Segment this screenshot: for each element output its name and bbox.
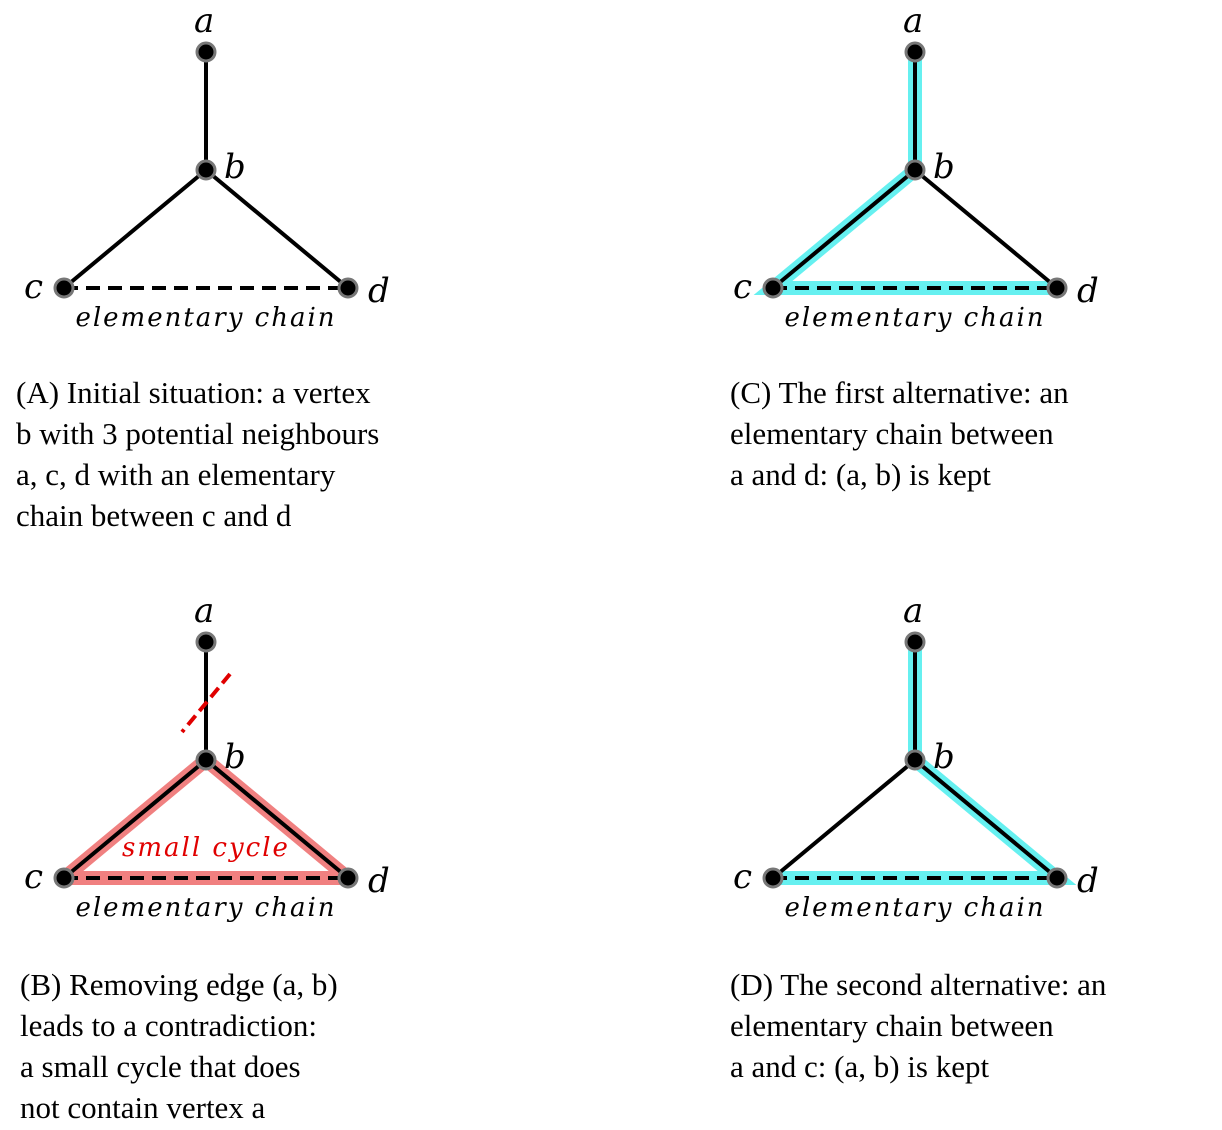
vertex-c: [53, 277, 75, 299]
label-b: b: [224, 147, 246, 187]
panel-d: a b c d elementary chain (D) The second …: [710, 590, 1222, 1130]
label-c: c: [24, 857, 43, 897]
edge-b-c: [62, 758, 208, 880]
edge-b-c: [771, 168, 917, 290]
panel-a: a b c d elementary chain (A) Initial sit…: [0, 0, 600, 560]
edge-b-c: [771, 758, 917, 880]
label-d: d: [368, 271, 390, 311]
vertex-c: [762, 277, 784, 299]
panel-c: a b c d elementary chain (C) The first a…: [710, 0, 1222, 560]
graph-d: a b c d elementary chain: [733, 591, 1099, 923]
removed-edge-mark: [180, 672, 232, 734]
label-b: b: [933, 147, 955, 187]
chain-label: elementary chain: [75, 893, 336, 923]
edge-b-d: [204, 758, 350, 880]
caption-line: b with 3 potential neighbours: [16, 416, 380, 451]
caption-line: (B) Removing edge (a, b): [20, 967, 338, 1002]
label-b: b: [933, 737, 955, 777]
caption-line: leads to a contradiction:: [20, 1008, 317, 1043]
caption-d: (D) The second alternative: an elementar…: [730, 964, 1106, 1087]
caption-line: a, c, d with an elementary: [16, 457, 336, 492]
vertex-b: [195, 749, 217, 771]
label-a: a: [903, 1, 923, 41]
vertex-a: [195, 41, 217, 63]
label-d: d: [1077, 271, 1099, 311]
cycle-label: small cycle: [122, 833, 290, 863]
graph-a: a b c d elementary chain: [24, 1, 390, 333]
vertex-d: [1046, 867, 1068, 889]
edge-b-d: [913, 168, 1059, 290]
caption-line: (A) Initial situation: a vertex: [16, 375, 371, 410]
vertex-b: [195, 159, 217, 181]
vertex-a: [904, 631, 926, 653]
vertex-a: [195, 631, 217, 653]
caption-line: a and d: (a, b) is kept: [730, 457, 991, 492]
caption-c: (C) The first alternative: an elementary…: [730, 372, 1069, 495]
caption-a: (A) Initial situation: a vertex b with 3…: [16, 372, 379, 536]
chain-label: elementary chain: [784, 893, 1045, 923]
vertex-d: [1046, 277, 1068, 299]
caption-line: elementary chain between: [730, 416, 1054, 451]
label-d: d: [1077, 861, 1099, 901]
chain-label: elementary chain: [75, 303, 336, 333]
vertex-c: [53, 867, 75, 889]
label-a: a: [903, 591, 923, 631]
caption-line: chain between c and d: [16, 498, 292, 533]
label-a: a: [194, 591, 214, 631]
caption-line: (D) The second alternative: an: [730, 967, 1107, 1002]
caption-line: elementary chain between: [730, 1008, 1054, 1043]
caption-b: (B) Removing edge (a, b) leads to a cont…: [20, 964, 338, 1128]
chain-label: elementary chain: [784, 303, 1045, 333]
vertex-b: [904, 749, 926, 771]
label-c: c: [24, 267, 43, 307]
label-d: d: [368, 861, 390, 901]
label-b: b: [224, 737, 246, 777]
vertex-d: [337, 867, 359, 889]
label-c: c: [733, 267, 752, 307]
edge-b-d: [204, 168, 350, 290]
graph-b: a b c d small cycle elementary chain: [24, 591, 390, 923]
caption-line: a small cycle that does: [20, 1049, 301, 1084]
graph-c: a b c d elementary chain: [733, 1, 1099, 333]
caption-line: a and c: (a, b) is kept: [730, 1049, 990, 1084]
panel-b: a b c d small cycle elementary chain (B)…: [0, 590, 600, 1130]
vertex-c: [762, 867, 784, 889]
vertex-a: [904, 41, 926, 63]
label-a: a: [194, 1, 214, 41]
caption-line: (C) The first alternative: an: [730, 375, 1069, 410]
caption-line: not contain vertex a: [20, 1090, 266, 1125]
vertex-b: [904, 159, 926, 181]
edge-b-c: [62, 168, 208, 290]
vertex-d: [337, 277, 359, 299]
edge-b-d: [913, 758, 1059, 880]
label-c: c: [733, 857, 752, 897]
